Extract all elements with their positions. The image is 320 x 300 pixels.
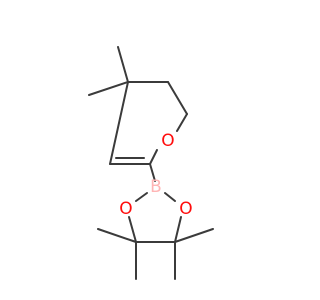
- ring-oxygen-label: O: [161, 131, 174, 151]
- boronate-oxygen-right-label: O: [179, 199, 192, 219]
- boronate-oxygen-left-label: O: [119, 199, 132, 219]
- bond-c4-methyl-up: [117, 46, 129, 83]
- bond-oxygen-left-c4prime: [128, 216, 137, 243]
- bond-boron-oxygen-right: [164, 192, 176, 202]
- bond-ring-oxygen-c2: [149, 149, 158, 165]
- bond-c4prime-methyl-left: [97, 228, 137, 243]
- molecule-canvas: O B O O: [88, 46, 214, 280]
- boron-label: B: [150, 177, 162, 197]
- bond-c2-boron: [149, 163, 156, 182]
- bond-oxygen-right-c5prime: [174, 216, 182, 243]
- bond-c6-ring-oxygen: [176, 113, 188, 132]
- bond-c3-c4: [109, 81, 129, 165]
- bond-c5prime-methyl-right: [174, 228, 214, 243]
- bond-boron-oxygen-left: [135, 192, 148, 202]
- bond-c4-methyl-left: [88, 81, 129, 96]
- molecule-structure: O B O O: [88, 46, 214, 280]
- bond-c5-c6: [167, 81, 188, 115]
